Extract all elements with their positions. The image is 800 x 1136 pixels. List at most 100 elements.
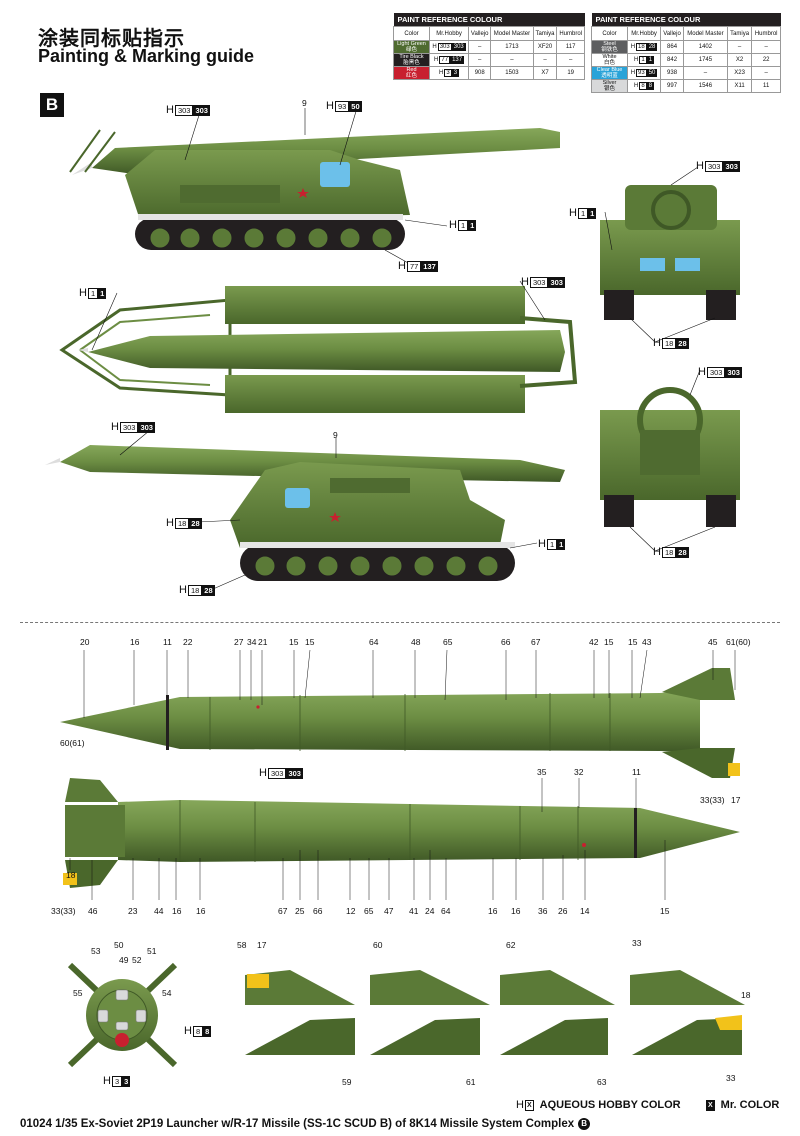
part-number: 15 <box>628 637 638 647</box>
part-number: 53 <box>91 946 101 956</box>
part-number: 27 <box>234 637 244 647</box>
launcher-front-view <box>600 185 740 320</box>
part-number: 65 <box>364 906 374 916</box>
part-number: 60(61) <box>60 738 85 748</box>
part-number: 58 <box>237 940 247 950</box>
part-number: 23 <box>128 906 138 916</box>
part-number: 61 <box>466 1077 476 1087</box>
legend-aqueous: H X AQUEOUS HOBBY COLOR <box>516 1099 681 1111</box>
launcher-side-view-bottom <box>45 445 565 581</box>
part-number: 52 <box>132 955 142 965</box>
missile-fins <box>245 970 745 1055</box>
part-number: 48 <box>411 637 421 647</box>
part-number: 49 <box>119 955 129 965</box>
part-number: 26 <box>558 906 568 916</box>
part-number: 17 <box>257 940 267 950</box>
part-number: 60 <box>373 940 383 950</box>
part-number: 41 <box>409 906 419 916</box>
page-title-cn: 涂装同标贴指示 <box>38 26 185 50</box>
part-number: 33 <box>726 1073 736 1083</box>
part-number: 15 <box>660 906 670 916</box>
part-number: 55 <box>73 988 83 998</box>
part-number: 66 <box>313 906 323 916</box>
part-number: 11 <box>632 767 641 777</box>
page-title: Painting & Marking guide <box>38 46 255 66</box>
part-number: 34 <box>247 637 257 647</box>
part-number: 67 <box>531 637 541 647</box>
footer-title: 01024 1/35 Ex-Soviet 2P19 Launcher w/R-1… <box>20 1118 591 1130</box>
missile-view-a <box>60 668 740 778</box>
footer-badge: B <box>578 1118 591 1130</box>
part-number: 43 <box>642 637 652 647</box>
part-number: 12 <box>346 906 356 916</box>
part-number: 15 <box>604 637 614 647</box>
part-number: 25 <box>295 906 305 916</box>
part-number: 32 <box>574 767 584 777</box>
launcher-top-view <box>59 286 578 413</box>
part-number: 36 <box>538 906 548 916</box>
part-number: 16 <box>130 637 140 647</box>
part-number: 16 <box>172 906 182 916</box>
table-heading: PAINT REFERENCE COLOUR <box>591 13 781 27</box>
part-number: 20 <box>80 637 90 647</box>
part-number: 9 <box>302 98 307 108</box>
part-number: 17 <box>731 795 741 805</box>
part-number: 45 <box>708 637 718 647</box>
section-badge: B <box>40 93 64 117</box>
part-number: 11 <box>163 637 172 647</box>
table-heading: PAINT REFERENCE COLOUR <box>393 13 585 27</box>
section-divider <box>20 622 780 623</box>
part-number: 46 <box>88 906 98 916</box>
part-number: 64 <box>369 637 379 647</box>
part-number: 67 <box>278 906 288 916</box>
part-number: 33(33) <box>700 795 725 805</box>
part-number: 61(60) <box>726 637 751 647</box>
part-number: 47 <box>384 906 394 916</box>
launcher-side-view-top <box>69 128 560 250</box>
part-number: 18 <box>66 870 76 880</box>
part-number: 42 <box>589 637 599 647</box>
part-number: 22 <box>183 637 193 647</box>
part-number: 62 <box>506 940 516 950</box>
part-number: 33(33) <box>51 906 76 916</box>
part-number: 21 <box>258 637 268 647</box>
part-number: 44 <box>154 906 164 916</box>
part-number: 16 <box>511 906 521 916</box>
part-number: 63 <box>597 1077 607 1087</box>
part-number: 65 <box>443 637 453 647</box>
part-number: 18 <box>741 990 751 1000</box>
part-number: 16 <box>196 906 206 916</box>
part-number: 9 <box>333 430 338 440</box>
part-number: 15 <box>289 637 299 647</box>
legend-mr-color: X Mr. COLOR <box>706 1099 780 1111</box>
part-number: 51 <box>147 946 157 956</box>
part-number: 54 <box>162 988 172 998</box>
part-number: 14 <box>580 906 590 916</box>
part-number: 24 <box>425 906 435 916</box>
missile-base-view <box>67 962 178 1068</box>
part-number: 64 <box>441 906 451 916</box>
part-number: 16 <box>488 906 498 916</box>
